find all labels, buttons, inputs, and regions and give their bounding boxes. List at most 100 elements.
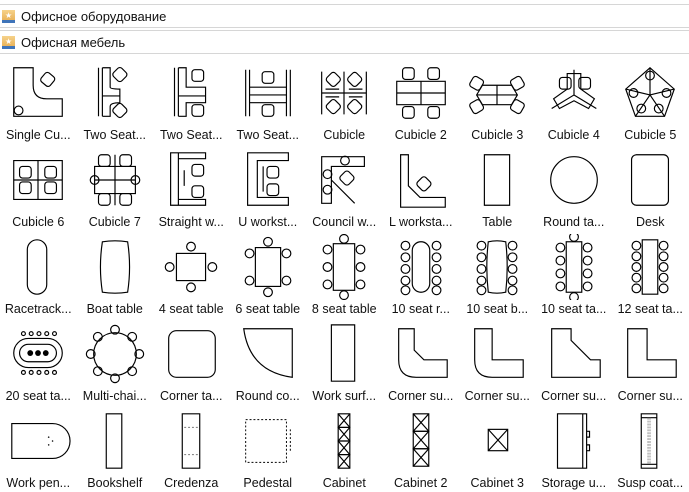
shape-item-bookshelf[interactable]: Bookshelf bbox=[77, 405, 154, 492]
shape-item-l-workstation[interactable]: L worksta... bbox=[383, 144, 460, 231]
shape-item-work-surface[interactable]: Work surf... bbox=[306, 318, 383, 405]
shape-label: 8 seat table bbox=[311, 302, 377, 316]
shape-label: Council w... bbox=[312, 215, 377, 229]
category-office-furniture[interactable]: Офисная мебель bbox=[0, 30, 689, 54]
shape-label: Round co... bbox=[235, 389, 300, 403]
shape-item-multi-chair-table[interactable]: Multi-chai... bbox=[77, 318, 154, 405]
shape-item-cubicle[interactable]: Cubicle bbox=[306, 57, 383, 144]
corner-surface-4-icon bbox=[627, 328, 678, 378]
shape-item-cabinet-2[interactable]: Cabinet 2 bbox=[383, 405, 460, 492]
bookshelf-icon bbox=[105, 413, 123, 469]
shape-label: 12 seat ta... bbox=[617, 302, 683, 316]
shape-label: 10 seat ta... bbox=[541, 302, 607, 316]
shape-item-cabinet-3[interactable]: Cabinet 3 bbox=[459, 405, 536, 492]
shape-item-corner-surface-4[interactable]: Corner su... bbox=[612, 318, 689, 405]
shape-item-round-corner[interactable]: Round co... bbox=[230, 318, 307, 405]
racetrack-table-icon bbox=[26, 239, 48, 295]
shape-label: Work surf... bbox=[312, 389, 377, 403]
shape-item-corner-surface-2[interactable]: Corner su... bbox=[459, 318, 536, 405]
shape-label: Round ta... bbox=[543, 215, 605, 229]
shape-label: Cabinet 3 bbox=[470, 476, 524, 490]
council-workstation-icon bbox=[321, 155, 366, 204]
shape-item-cubicle-6[interactable]: Cubicle 6 bbox=[0, 144, 77, 231]
shape-item-8-seat-table[interactable]: 8 seat table bbox=[306, 231, 383, 318]
shape-item-10-seat-table[interactable]: 10 seat ta... bbox=[536, 231, 613, 318]
shape-item-20-seat-table[interactable]: 20 seat ta... bbox=[0, 318, 77, 405]
shape-item-pedestal[interactable]: Pedestal bbox=[230, 405, 307, 492]
20-seat-table-icon bbox=[13, 331, 64, 375]
10-seat-boat-icon bbox=[476, 240, 518, 296]
10-seat-table-icon bbox=[555, 234, 593, 300]
category-office-equipment[interactable]: Офисное оборудование bbox=[0, 4, 689, 28]
shape-item-10-seat-racetrack[interactable]: 10 seat r... bbox=[383, 231, 460, 318]
shape-item-suspended-coat[interactable]: Susp coat... bbox=[612, 405, 689, 492]
shape-item-10-seat-boat[interactable]: 10 seat b... bbox=[459, 231, 536, 318]
shape-item-desk[interactable]: Desk bbox=[612, 144, 689, 231]
shape-item-boat-table[interactable]: Boat table bbox=[77, 231, 154, 318]
shape-item-12-seat-table[interactable]: 12 seat ta... bbox=[612, 231, 689, 318]
cabinet-3-icon bbox=[487, 428, 509, 452]
shape-label: 4 seat table bbox=[158, 302, 224, 316]
shape-label: Credenza bbox=[164, 476, 219, 490]
shape-label: Cubicle 3 bbox=[471, 128, 524, 142]
8-seat-table-icon bbox=[322, 234, 366, 300]
shape-item-two-seat-3[interactable]: Two Seat... bbox=[230, 57, 307, 144]
shape-label: 6 seat table bbox=[235, 302, 301, 316]
two-seat-2-icon bbox=[174, 67, 207, 117]
shape-item-straight-workstation[interactable]: Straight w... bbox=[153, 144, 230, 231]
4-seat-table-icon bbox=[164, 241, 218, 293]
shape-item-6-seat-table[interactable]: 6 seat table bbox=[230, 231, 307, 318]
shape-item-cabinet[interactable]: Cabinet bbox=[306, 405, 383, 492]
shape-item-table[interactable]: Table bbox=[459, 144, 536, 231]
shape-label: Cabinet bbox=[322, 476, 366, 490]
shape-item-cubicle-4[interactable]: Cubicle 4 bbox=[536, 57, 613, 144]
shape-item-corner-table[interactable]: Corner ta... bbox=[153, 318, 230, 405]
single-cubicle-icon bbox=[13, 67, 64, 117]
l-workstation-icon bbox=[399, 154, 446, 208]
shape-label: Two Seat... bbox=[236, 128, 300, 142]
shape-label: Racetrack... bbox=[4, 302, 72, 316]
shape-item-u-workstation[interactable]: U workst... bbox=[230, 144, 307, 231]
shape-label: Bookshelf bbox=[87, 476, 143, 490]
shape-item-work-peninsula[interactable]: Work pen... bbox=[0, 405, 77, 492]
cubicle-3-icon bbox=[469, 75, 526, 115]
shape-label: Two Seat... bbox=[159, 128, 223, 142]
shape-item-corner-surface-3[interactable]: Corner su... bbox=[536, 318, 613, 405]
shape-item-credenza[interactable]: Credenza bbox=[153, 405, 230, 492]
cubicle-5-icon bbox=[625, 66, 676, 117]
shape-label: Pedestal bbox=[243, 476, 293, 490]
cabinet-icon bbox=[337, 413, 351, 469]
shape-item-round-table[interactable]: Round ta... bbox=[536, 144, 613, 231]
shape-item-cubicle-3[interactable]: Cubicle 3 bbox=[459, 57, 536, 144]
shape-item-council-workstation[interactable]: Council w... bbox=[306, 144, 383, 231]
table-icon bbox=[484, 154, 511, 206]
shape-item-cubicle-2[interactable]: Cubicle 2 bbox=[383, 57, 460, 144]
shape-item-cubicle-5[interactable]: Cubicle 5 bbox=[612, 57, 689, 144]
corner-surface-1-icon bbox=[397, 328, 448, 378]
10-seat-racetrack-icon bbox=[400, 240, 442, 296]
category-icon bbox=[2, 9, 15, 23]
shape-label: Cubicle bbox=[323, 128, 366, 142]
shape-label: Corner su... bbox=[464, 389, 530, 403]
category-icon bbox=[2, 35, 15, 49]
two-seat-3-icon bbox=[244, 69, 291, 117]
shape-label: 10 seat b... bbox=[466, 302, 529, 316]
shape-label: Multi-chai... bbox=[82, 389, 147, 403]
shape-item-two-seat-2[interactable]: Two Seat... bbox=[153, 57, 230, 144]
work-peninsula-icon bbox=[11, 422, 71, 460]
shape-item-single-cubicle[interactable]: Single Cu... bbox=[0, 57, 77, 144]
shape-item-racetrack-table[interactable]: Racetrack... bbox=[0, 231, 77, 318]
shape-label: Cubicle 4 bbox=[547, 128, 600, 142]
shape-item-cubicle-7[interactable]: Cubicle 7 bbox=[77, 144, 154, 231]
shape-item-4-seat-table[interactable]: 4 seat table bbox=[153, 231, 230, 318]
shape-label: Cabinet 2 bbox=[393, 476, 448, 490]
straight-workstation-icon bbox=[170, 152, 207, 206]
shape-item-corner-surface-1[interactable]: Corner su... bbox=[383, 318, 460, 405]
shape-item-two-seat-1[interactable]: Two Seat... bbox=[77, 57, 154, 144]
shape-label: Cubicle 7 bbox=[88, 215, 141, 229]
shape-item-storage-unit[interactable]: Storage u... bbox=[536, 405, 613, 492]
pedestal-icon bbox=[244, 419, 291, 463]
work-surface-icon bbox=[331, 324, 356, 382]
corner-table-icon bbox=[168, 330, 217, 378]
multi-chair-table-icon bbox=[85, 324, 144, 384]
